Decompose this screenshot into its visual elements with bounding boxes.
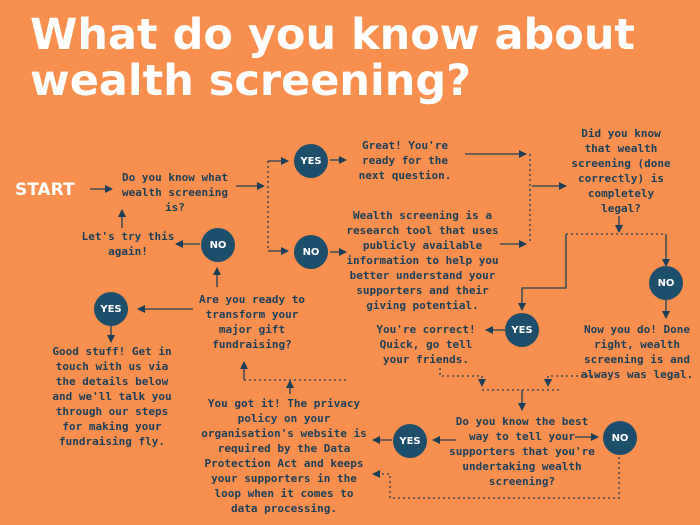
node-do-you-know: Do you know what wealth screening is? [122,171,228,214]
yes-circle-2: YES [505,313,539,347]
node-great: Great! You're ready for the next questio… [358,139,452,182]
node-now-you-do: Now you do! Done right, wealth screening… [580,323,694,381]
title-line-1: What do you know about [30,10,635,60]
arrow-branch-to-yes2 [518,234,567,311]
node-did-you-know: Did you know that wealth screening (done… [571,127,671,215]
page-title: What do you know about wealth screening? [30,12,690,104]
node-research-tool: Wealth screening is a research tool that… [346,209,499,312]
node-best-way: Do you know the best way to tell your su… [449,415,595,488]
start-label: START [15,180,75,200]
no-circle-1: NO [294,235,328,269]
yes-circle-4: YES [94,292,128,326]
line-now-to-join2 [544,375,598,387]
yes-circle-3: YES [393,424,427,458]
title-line-2: wealth screening? [30,56,472,106]
node-ready-to-transform: Are you ready to transform your major gi… [199,293,305,351]
node-good-stuff: Good stuff! Get in touch with us via the… [52,345,172,448]
no-circle-3: NO [603,421,637,455]
node-you-got-it: You got it! The privacy policy on your o… [201,397,367,515]
no-circle-4: NO [201,228,235,262]
no-circle-2: NO [649,266,683,300]
node-you-are-correct: You're correct! Quick, go tell your frie… [376,323,476,366]
line-correct-to-join2 [439,368,486,387]
node-lets-try-again: Let's try this again! [81,230,175,258]
yes-circle-1: YES [294,144,328,178]
line-no3-to-got-it [372,457,620,499]
